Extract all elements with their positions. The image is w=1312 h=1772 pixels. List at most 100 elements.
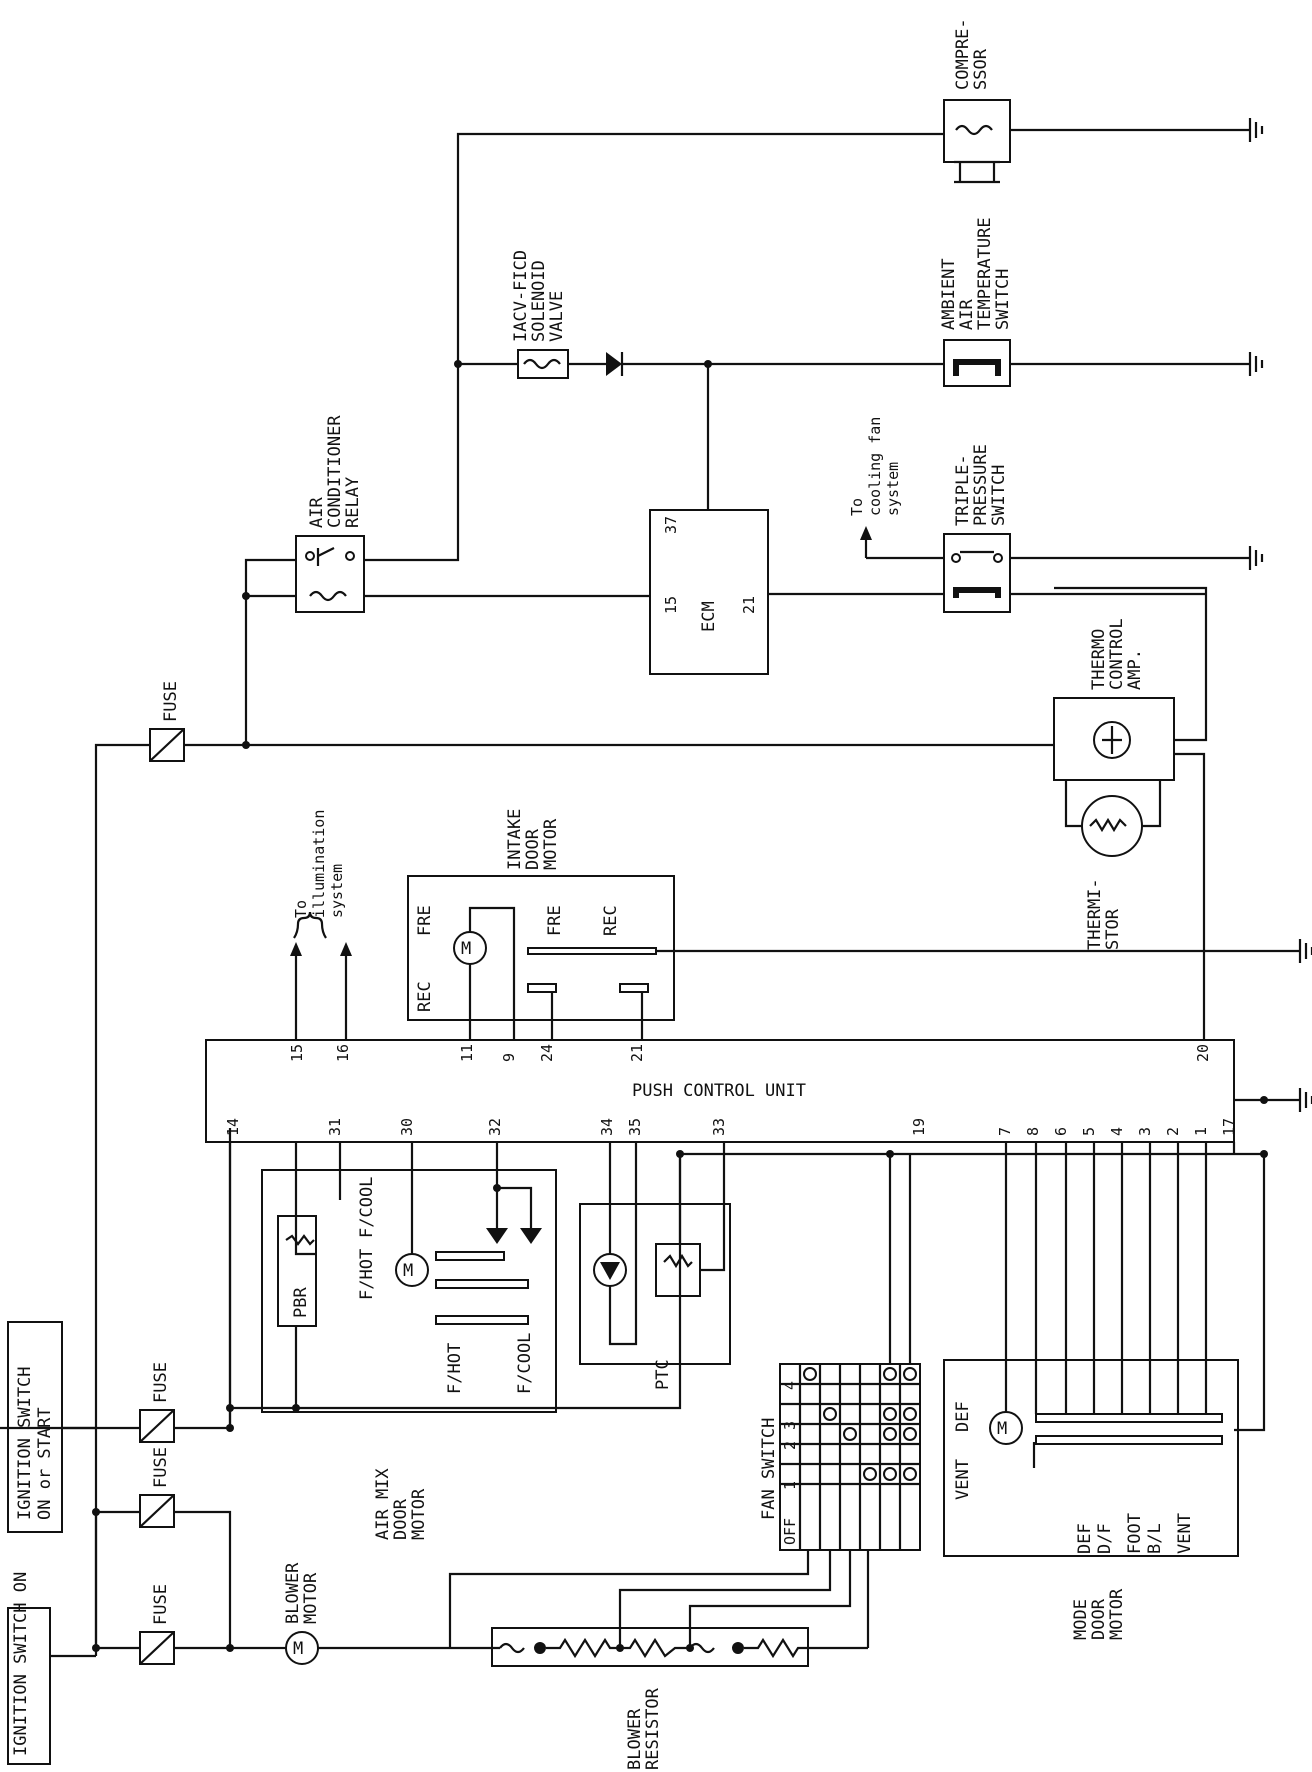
fuse-1: FUSE [139,1584,175,1665]
svg-text:FRE: FRE [545,905,565,936]
svg-text:D/F: D/F [1095,1523,1115,1554]
compressor: COMPRE- SSOR [943,8,1264,184]
svg-text:33: 33 [710,1118,728,1136]
svg-text:ECM: ECM [699,601,719,632]
svg-text:16: 16 [334,1044,352,1062]
ambient-air-temperature-switch: AMBIENT AIR TEMPERATURE SWITCH [939,207,1264,387]
svg-text:REC: REC [415,981,435,1012]
svg-text:FRE: FRE [415,905,435,936]
mode-door-motor: M VENT DEF DEF D/F FOOT B/L VENT [943,1142,1239,1557]
svg-text:24: 24 [538,1044,556,1062]
svg-text:AIR MIX DOOR MOTOR: AIR MIX DOOR MOTOR [373,1458,429,1540]
blower-motor: M BLOWER MOTOR [270,1552,450,1665]
svg-text:AIR CONDITIONER RE: AIR CONDITIONER RELAY [307,405,363,528]
svg-text:PTC: PTC [653,1359,673,1390]
svg-text:M: M [403,1261,413,1281]
svg-text:IACV-FICD SOLENOID: IACV-FICD SOLENOID VALVE [511,240,567,342]
thermo-control-amp: THERMO CONTROL AMP. [1053,586,1208,1040]
svg-text:MODE DOOR MOTOR: MODE DOOR MOTOR [1071,1588,1127,1640]
svg-text:2: 2 [781,1441,799,1450]
ignition-switch-on: IGNITION SWITCH ON [7,1572,51,1765]
svg-text:PBR: PBR [291,1287,311,1318]
svg-text:31: 31 [326,1118,344,1136]
svg-text:17: 17 [1220,1118,1238,1136]
svg-text:INTAKE DOOR MOTOR: INTAKE DOOR MOTOR [505,798,561,870]
svg-text:3: 3 [1136,1127,1154,1136]
svg-text:FOOT: FOOT [1125,1513,1145,1554]
triple-pressure-switch: TRIPLE- PRESSURE SWITCH [768,434,1264,613]
svg-text:11: 11 [458,1044,476,1062]
svg-text:THERMO CONTROL AMP: THERMO CONTROL AMP. [1089,608,1145,690]
svg-text:F/COOL: F/COOL [515,1333,535,1394]
svg-text:M: M [461,939,471,959]
svg-text:IGNITION SWITCH ON: IGNITION SWITCH ON [11,1572,31,1756]
svg-text:19: 19 [910,1118,928,1136]
svg-text:1: 1 [781,1481,799,1490]
svg-text:3: 3 [781,1421,799,1430]
svg-text:FUSE: FUSE [151,1362,171,1403]
svg-text:VENT: VENT [953,1459,973,1500]
svg-text:BLOWER RESISTOR: BLOWER RESISTOR [625,1687,663,1770]
svg-text:5: 5 [1080,1127,1098,1136]
svg-text:F/HOT: F/HOT [445,1343,465,1394]
fuse-2: FUSE [139,1447,175,1528]
svg-text:PUSH CONTROL UNIT: PUSH CONTROL UNIT [632,1081,806,1101]
svg-text:21: 21 [628,1044,646,1062]
svg-text:1: 1 [1192,1127,1210,1136]
svg-text:34: 34 [598,1118,616,1136]
svg-text:8: 8 [1024,1127,1042,1136]
svg-text:FUSE: FUSE [161,681,181,722]
svg-text:15: 15 [288,1044,306,1062]
svg-text:FUSE: FUSE [151,1447,171,1488]
ptc: PTC [579,1142,731,1390]
fuse-3: FUSE [139,1362,175,1443]
svg-text:7: 7 [996,1127,1014,1136]
fan-switch: OFF 1 2 3 4 FAN SWITCH [759,1363,921,1551]
svg-text:M: M [997,1419,1007,1439]
svg-text:COMPRE- SSOR: COMPRE- SSOR [953,8,991,90]
svg-text:FAN SWITCH: FAN SWITCH [759,1418,779,1520]
svg-text:21: 21 [740,596,758,614]
svg-text:B/L: B/L [1145,1523,1165,1554]
svg-text:To cooling fan system: To cooling fan system [848,408,902,516]
svg-text:DEF: DEF [1075,1523,1095,1554]
to-illumination: To illumination system [290,801,352,1040]
air-conditioner-relay: AIR CONDITIONER RELAY [295,405,365,613]
ignition-switch-on-start: IGNITION SWITCH ON or START [7,1321,63,1533]
svg-text:FUSE: FUSE [151,1584,171,1625]
svg-text:F/HOT: F/HOT [357,1249,377,1300]
svg-text:30: 30 [398,1118,416,1136]
svg-text:2: 2 [1164,1127,1182,1136]
svg-text:AMBIENT AIR TEMPER: AMBIENT AIR TEMPERATURE SWITCH [939,207,1013,330]
svg-text:37: 37 [662,516,680,534]
svg-text:M: M [293,1639,303,1659]
svg-text:35: 35 [626,1118,644,1136]
svg-text:14: 14 [224,1118,242,1136]
svg-text:BLOWER MOTOR: BLOWER MOTOR [283,1552,321,1624]
svg-text:9: 9 [500,1053,518,1062]
svg-text:REC: REC [601,905,621,936]
svg-text:F/COOL: F/COOL [357,1177,377,1238]
svg-text:4: 4 [781,1381,799,1390]
air-mix-door-motor: PBR M F/HOT F/COOL F/HOT F/COOL [261,1142,557,1413]
fuse-4: FUSE [149,681,185,762]
svg-text:OFF: OFF [781,1518,799,1545]
svg-text:20: 20 [1194,1044,1212,1062]
svg-text:DEF: DEF [953,1401,973,1432]
svg-text:To illumination sy: To illumination system [292,801,346,918]
svg-text:4: 4 [1108,1127,1126,1136]
ecm: ECM 15 37 21 [649,509,769,675]
svg-text:THERMI- STOR: THERMI- STOR [1085,868,1123,950]
svg-text:IGNITION SWITCH ON or ST: IGNITION SWITCH ON or START [15,1356,55,1520]
svg-text:VENT: VENT [1175,1513,1195,1554]
svg-text:32: 32 [486,1118,504,1136]
blower-resistor: BLOWER RESISTOR [450,1627,809,1770]
iacv-ficd-solenoid-valve: IACV-FICD SOLENOID VALVE [511,240,944,510]
svg-text:6: 6 [1052,1127,1070,1136]
svg-text:TRIPLE- PRESSURE S: TRIPLE- PRESSURE SWITCH [953,434,1009,526]
push-control-unit: PUSH CONTROL UNIT 15 16 11 9 24 21 20 14… [205,1039,1238,1143]
thermistor: THERMI- STOR [1081,795,1143,950]
svg-text:15: 15 [662,596,680,614]
intake-door-motor: M FRE REC FRE REC [407,875,1312,1040]
